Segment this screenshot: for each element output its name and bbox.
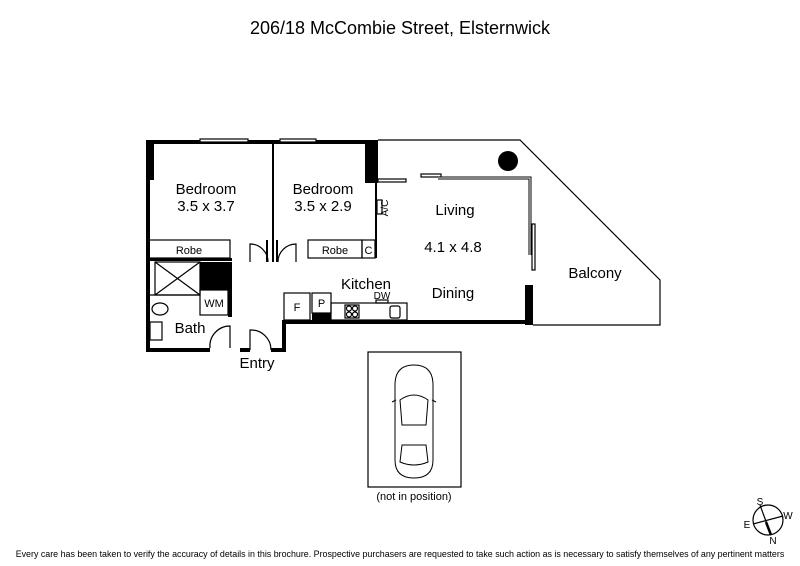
entry-label: Entry: [239, 355, 275, 372]
bedroom2-label: Bedroom: [293, 181, 354, 198]
robe2-label: Robe: [322, 245, 348, 257]
parking-note: (not in position): [376, 491, 451, 503]
kitchen-label: Kitchen: [341, 276, 391, 293]
compass-w: W: [783, 511, 793, 522]
wm-label: WM: [204, 298, 224, 310]
room-labels: Bedroom 3.5 x 3.7 Bedroom 3.5 x 2.9 Livi…: [175, 181, 794, 545]
compass-s: S: [757, 497, 764, 508]
bath-label: Bath: [175, 320, 206, 337]
living-size: 4.1 x 4.8: [424, 239, 482, 256]
cupboard: [361, 239, 376, 259]
robe-1: [147, 239, 231, 259]
compass-n: N: [769, 536, 776, 545]
dining-label: Dining: [432, 285, 475, 302]
car-icon: [391, 364, 437, 479]
fridge-space: [283, 292, 311, 321]
balcony-label: Balcony: [568, 265, 622, 282]
column: [498, 151, 518, 171]
robe1-label: Robe: [176, 245, 202, 257]
car-park: [367, 351, 462, 488]
vanity: [149, 321, 163, 341]
sink: [389, 305, 401, 319]
disclaimer: Every care has been taken to verify the …: [15, 549, 785, 559]
fixtures: [147, 138, 784, 536]
compass-icon: [752, 504, 784, 536]
fridge-label: F: [294, 302, 301, 314]
toilet: [151, 302, 169, 316]
floor-plan: Bedroom 3.5 x 3.7 Bedroom 3.5 x 2.9 Livi…: [146, 138, 794, 545]
living-label: Living: [435, 202, 474, 219]
kitchen-counter: [330, 302, 408, 321]
cooktop-icon: [344, 304, 360, 319]
cupboard-label: C: [365, 245, 373, 257]
pantry-label: P: [318, 298, 325, 310]
bedroom1-label: Bedroom: [176, 181, 237, 198]
ac-label: A/C: [380, 200, 391, 217]
dw-label: DW: [374, 291, 391, 302]
page-title: 206/18 McCombie Street, Elsternwick: [249, 18, 551, 38]
washing-machine: [199, 289, 229, 316]
bedroom2-size: 3.5 x 2.9: [294, 198, 352, 215]
bedroom1-size: 3.5 x 3.7: [177, 198, 235, 215]
compass-e: E: [744, 520, 751, 531]
